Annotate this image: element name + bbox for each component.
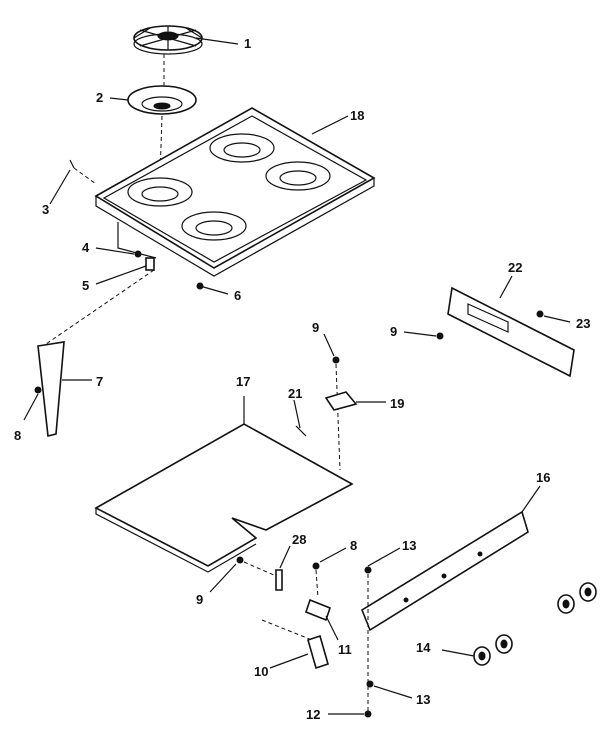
callout-9-lower: 9	[196, 592, 203, 607]
callout-3: 3	[42, 202, 49, 217]
burner-box	[94, 423, 354, 573]
callout-28: 28	[292, 532, 306, 547]
callout-4: 4	[82, 240, 90, 255]
callout-8-left: 8	[14, 428, 21, 443]
back-trim	[447, 286, 575, 378]
burner-grate	[133, 25, 203, 55]
callout-12: 12	[306, 707, 320, 722]
callout-9-upper: 9	[312, 320, 319, 335]
callout-5: 5	[82, 278, 89, 293]
callout-9-right: 9	[390, 324, 397, 339]
callout-2: 2	[96, 90, 103, 105]
callout-14: 14	[416, 640, 431, 655]
callout-22: 22	[508, 260, 522, 275]
callout-11: 11	[338, 642, 352, 657]
callout-18: 18	[350, 108, 364, 123]
callout-21: 21	[288, 386, 302, 401]
callout-13-lower: 13	[416, 692, 430, 707]
callout-17: 17	[236, 374, 250, 389]
control-knobs	[473, 582, 597, 666]
callout-6: 6	[234, 288, 241, 303]
front-panel	[361, 510, 529, 632]
callout-13-upper: 13	[402, 538, 416, 553]
callout-23: 23	[576, 316, 590, 331]
callout-19: 19	[390, 396, 404, 411]
callout-7: 7	[96, 374, 103, 389]
burner-bowl	[127, 85, 197, 115]
callout-1: 1	[244, 36, 251, 51]
cooktop	[94, 107, 376, 277]
callout-8-lower: 8	[350, 538, 357, 553]
callout-16: 16	[536, 470, 550, 485]
callout-10: 10	[254, 664, 268, 679]
